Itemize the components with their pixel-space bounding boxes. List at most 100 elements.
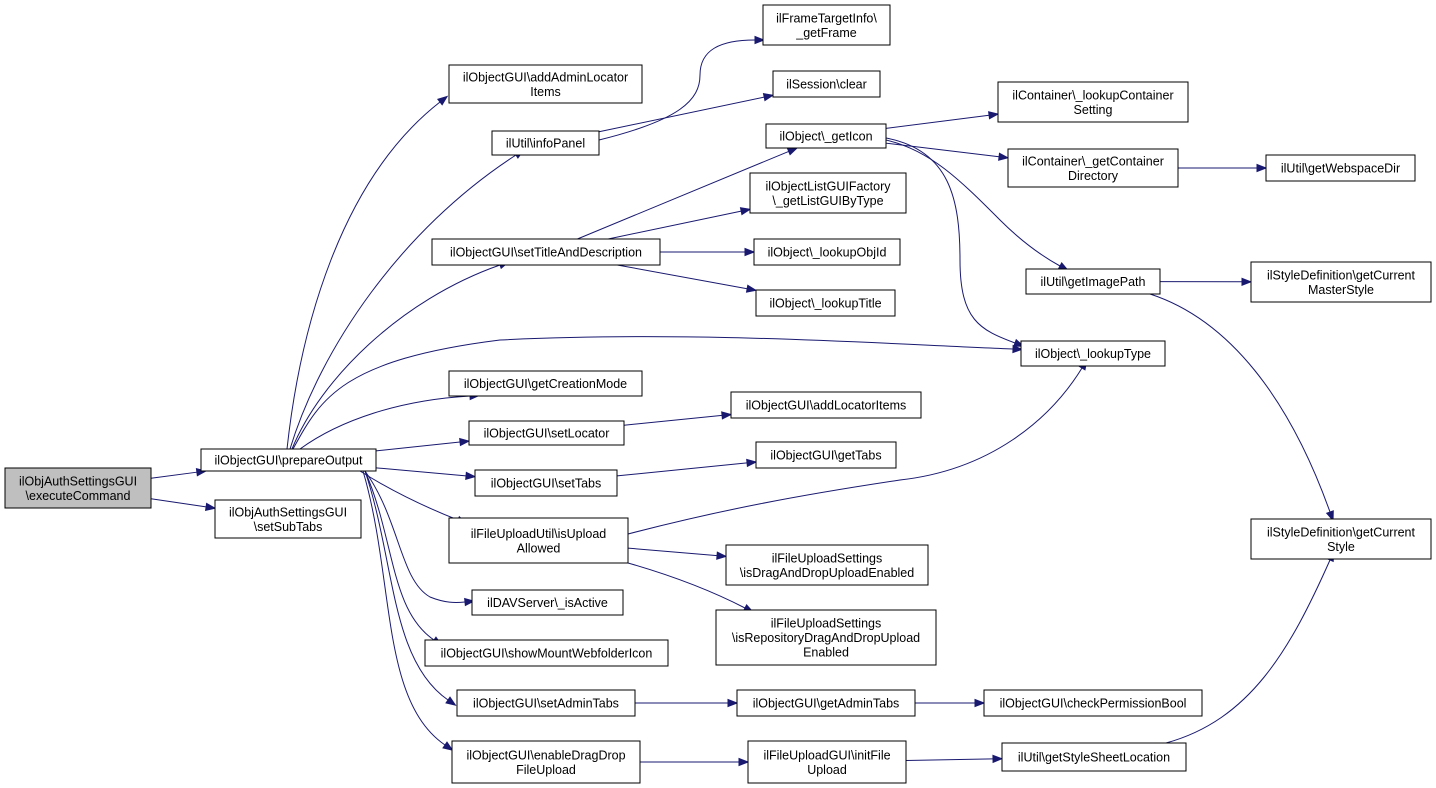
edge-isUploadAllowed-to-isDragAndDropUploadEnabled [627,547,728,560]
node-box [468,420,625,446]
edge-line [150,498,207,508]
edge-prepareOutput-to-isUploadAllowed [359,470,468,524]
node-box [772,70,881,98]
node-label: ilObjAuthSettingsGUI [229,505,347,519]
node-checkPermissionBool[interactable]: ilObjectGUI\checkPermissionBool [983,689,1203,717]
edge-setTitleAndDescription-to-getIcon [577,147,799,240]
node-lookupTitle[interactable]: ilObject\_lookupTitle [755,289,896,317]
node-label: ilObjectGUI\prepareOutput [215,454,364,468]
node-setTitleAndDescription[interactable]: ilObjectGUI\setTitleAndDescription [431,238,661,266]
edge-setTitleAndDescription-to-lookupTitle [617,264,758,293]
edge-line [1149,293,1331,513]
node-getWebspaceDir[interactable]: ilUtil\getWebspaceDir [1265,154,1416,182]
node-sessionClear[interactable]: ilSession\clear [772,70,881,98]
node-getFrame[interactable]: ilFrameTargetInfo\_getFrame [762,4,891,46]
node-lookupObjId[interactable]: ilObject\_lookupObjId [753,238,901,266]
node-label: ilObjectGUI\setTabs [491,477,601,491]
node-setLocator[interactable]: ilObjectGUI\setLocator [468,420,625,446]
node-setAdminTabs[interactable]: ilObjectGUI\setAdminTabs [456,689,636,717]
node-addLocatorItems[interactable]: ilObjectGUI\addLocatorItems [730,391,922,419]
edge-line [627,547,718,557]
node-label: ilUtil\infoPanel [506,137,585,151]
node-box [1025,268,1161,295]
node-infoPanel[interactable]: ilUtil\infoPanel [491,130,600,156]
node-label: ilUtil\getWebspaceDir [1281,162,1400,176]
edge-getImagePath-to-getCurrentMasterStyle [1159,277,1253,287]
node-label: ilObject\_lookupType [1035,347,1151,361]
edge-prepareOutput-to-isActive [364,470,476,607]
node-showMountWebfolderIcon[interactable]: ilObjectGUI\showMountWebfolderIcon [424,639,669,667]
node-label: ilDAVServer\_isActive [487,596,608,610]
node-label: ilContainer\_lookupContainer [1012,88,1173,102]
node-label: ilObject\_lookupTitle [769,297,881,311]
arrowhead-icon [745,284,758,293]
node-getStyleSheetLocation[interactable]: ilUtil\getStyleSheetLocation [1001,742,1187,772]
arrowhead-icon [988,111,1000,120]
node-root[interactable]: ilObjAuthSettingsGUI\executeCommand [4,467,152,509]
node-box [1250,518,1432,560]
edge-line [362,470,446,746]
node-box [755,289,896,317]
edge-prepareOutput-to-lookupType [292,336,1024,450]
node-setTabs[interactable]: ilObjectGUI\setTabs [474,469,618,497]
node-box [762,4,891,46]
node-label: _getFrame [795,26,856,40]
node-box [424,639,669,667]
node-box [736,689,916,717]
node-label: ilObjectListGUIFactory [765,179,891,193]
edge-infoPanel-to-sessionClear [598,93,775,133]
arrowhead-icon [746,458,758,468]
edges-layer [150,35,1335,767]
node-getImagePath[interactable]: ilUtil\getImagePath [1025,268,1161,295]
node-label: ilContainer\_getContainer [1022,154,1164,168]
node-prepareOutput[interactable]: ilObjectGUI\prepareOutput [200,448,377,472]
node-label: Upload [807,763,847,777]
edge-getIcon-to-getImagePath [885,139,1070,272]
node-setSubTabs[interactable]: ilObjAuthSettingsGUI\setSubTabs [214,499,362,539]
node-box [983,689,1203,717]
node-label: ilUtil\getStyleSheetLocation [1018,751,1170,765]
edge-root-to-setSubTabs [150,498,217,512]
node-getCreationMode[interactable]: ilObjectGUI\getCreationMode [448,370,643,397]
node-label: ilSession\clear [786,78,867,92]
node-getIcon[interactable]: ilObject\_getIcon [765,123,887,149]
node-isRepositoryDragAndDropUploadEnabled[interactable]: ilFileUploadSettings\isRepositoryDragAnd… [715,609,937,666]
edge-enableDragDropFileUpload-to-initFileUpload [640,757,750,767]
nodes-layer: ilObjAuthSettingsGUI\executeCommand ilObj… [4,4,1432,784]
edge-line [627,562,746,609]
node-label: \isDragAndDropUploadEnabled [740,566,914,580]
edge-line [292,336,1014,450]
edge-getIcon-to-lookupContainerSetting [885,111,1000,129]
node-lookupType[interactable]: ilObject\_lookupType [1020,340,1166,367]
edge-line [375,467,467,477]
node-isDragAndDropUploadEnabled[interactable]: ilFileUploadSettings\isDragAndDropUpload… [725,544,929,586]
edge-prepareOutput-to-showMountWebfolderIcon [364,470,443,646]
edge-infoPanel-to-getFrame [598,35,766,141]
edge-line [623,414,723,426]
node-label: ilStyleDefinition\getCurrent [1267,525,1416,539]
edge-line [905,758,994,762]
edge-line [577,150,789,240]
node-isActive[interactable]: ilDAVServer\_isActive [471,589,624,616]
node-label: Style [1327,540,1355,554]
node-getTabs[interactable]: ilObjectGUI\getTabs [755,441,897,469]
arrowhead-icon [974,698,986,708]
arrowhead-icon [738,757,750,767]
arrowhead-icon [445,696,457,706]
edge-setTitleAndDescription-to-lookupObjId [660,247,756,257]
node-getListGUIByType[interactable]: ilObjectListGUIFactory\_getListGUIByType [749,172,907,214]
arrowhead-icon [459,437,471,447]
edge-line [608,210,742,240]
node-box [214,499,362,539]
node-label: ilObjectGUI\addAdminLocator [463,70,628,84]
node-getAdminTabs[interactable]: ilObjectGUI\getAdminTabs [736,689,916,717]
edge-line [885,139,1061,267]
